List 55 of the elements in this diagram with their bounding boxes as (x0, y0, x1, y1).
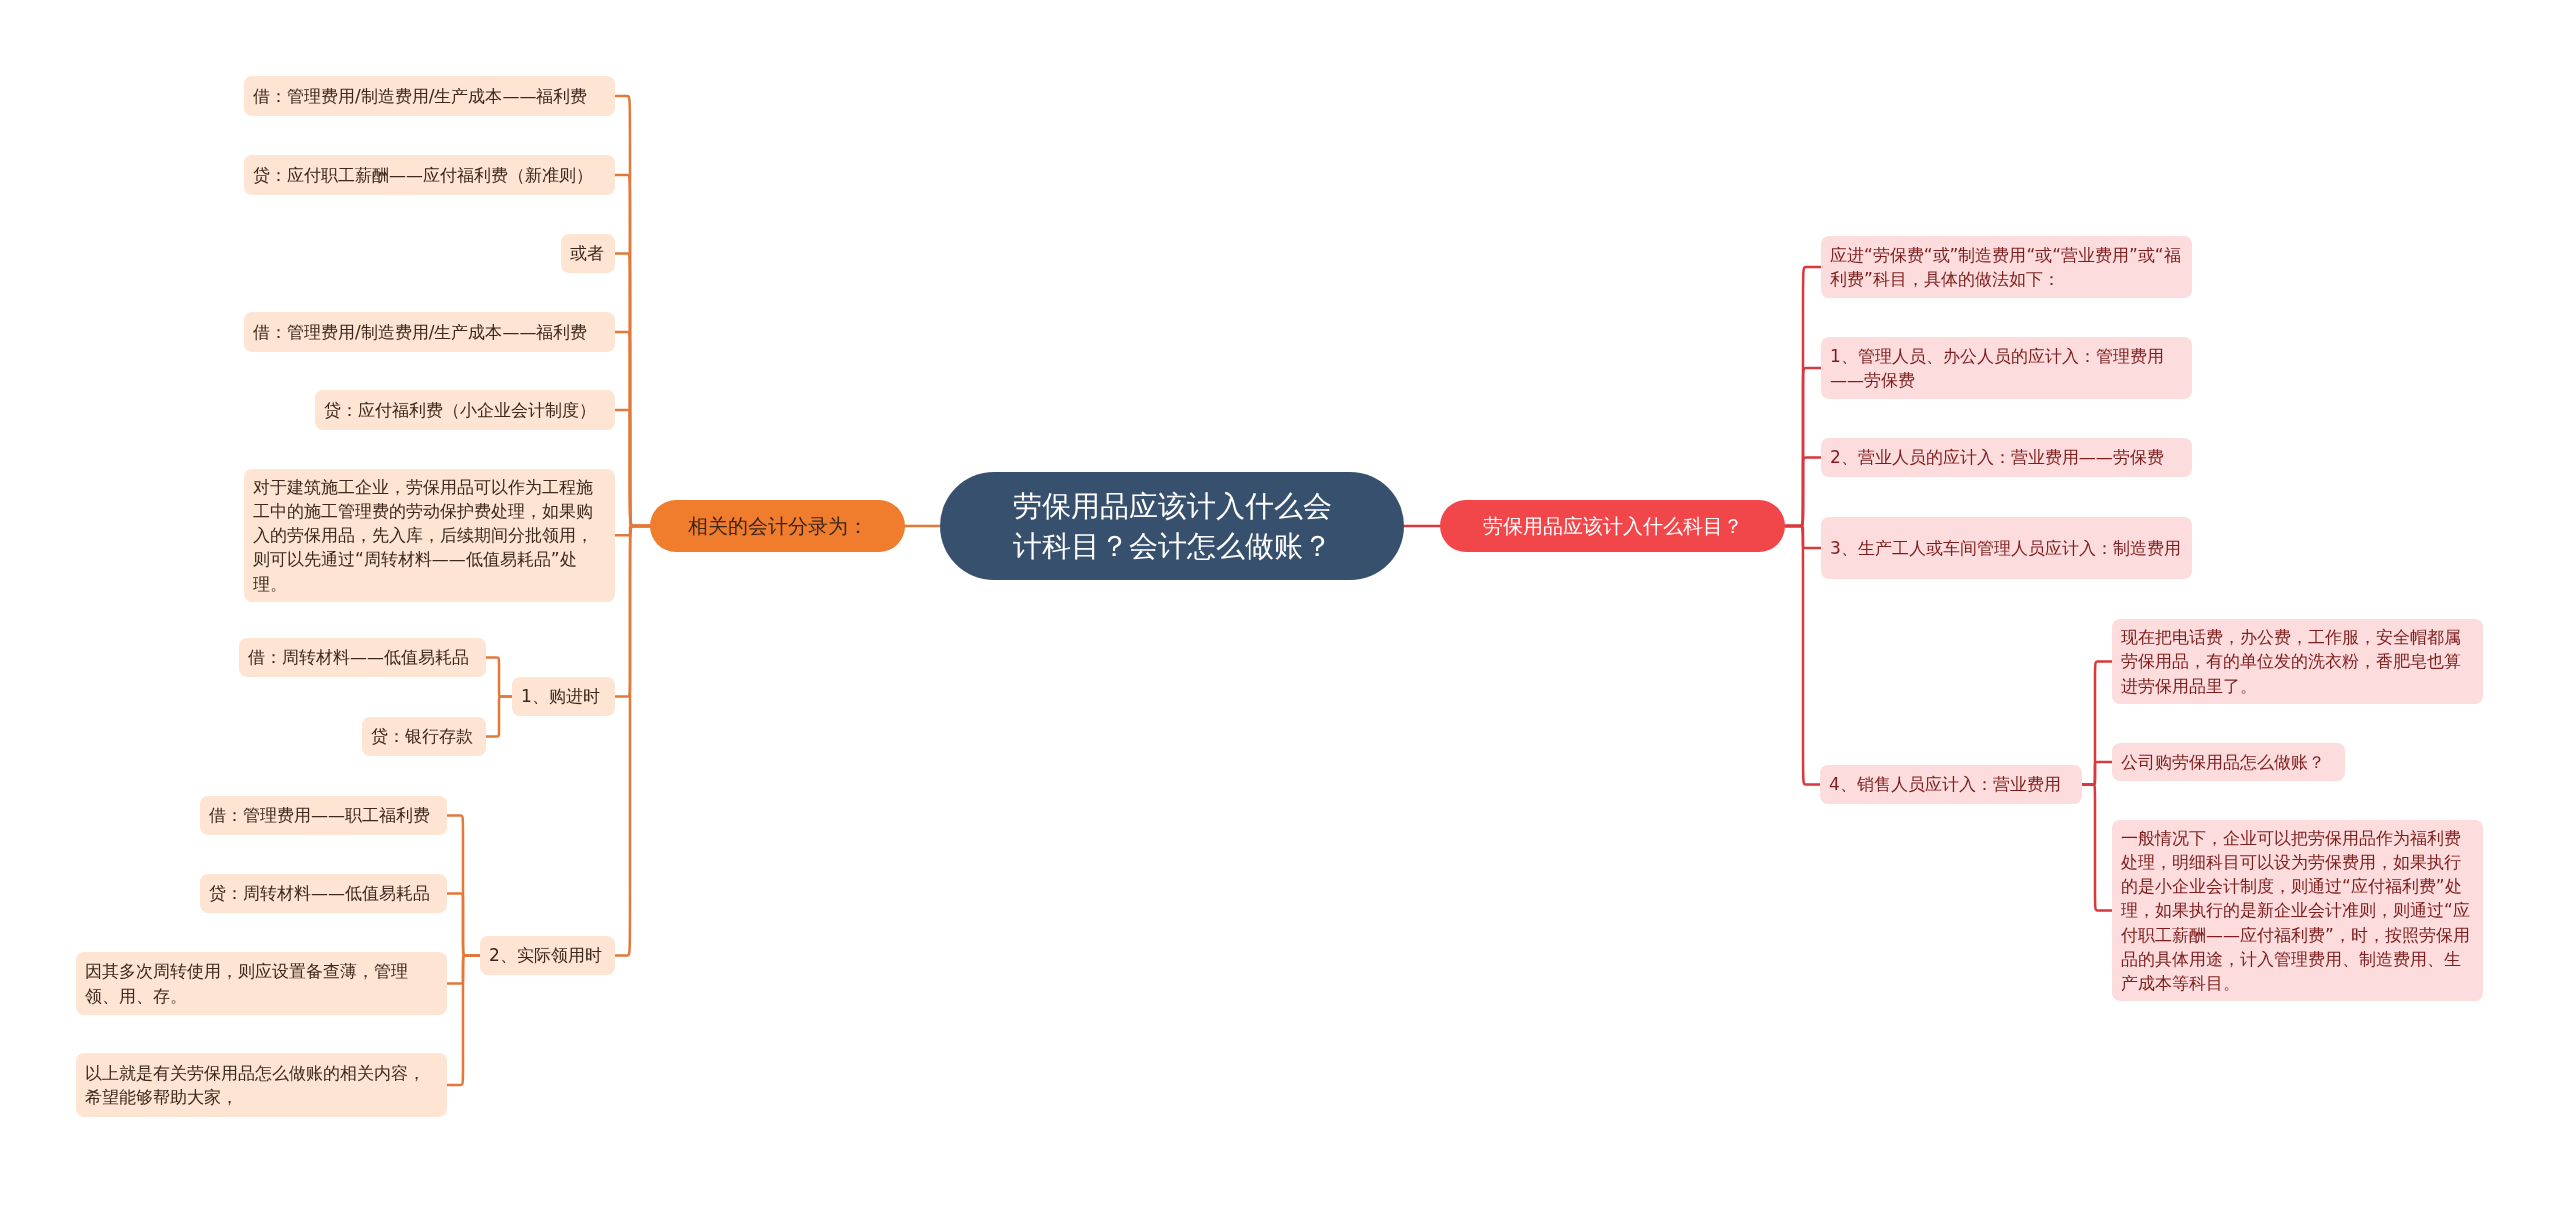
connector-line (1402, 524, 1442, 528)
subtopic-card (244, 312, 615, 352)
connector-line (445, 954, 482, 1087)
subtopic-card (315, 390, 615, 430)
subtopic-text: 2、实际领用时 (489, 944, 602, 968)
subtopic-text: 借：管理费用/制造费用/生产成本——福利费 (253, 84, 588, 108)
subtopic-text: 贷：应付职工薪酬——应付福利费（新准则） (253, 163, 593, 187)
subtopic-card (2112, 619, 2483, 704)
subtopic-card (200, 796, 447, 835)
connector-line (484, 695, 514, 738)
subtopic-text: 对于建筑施工企业，劳保用品可以作为工程施工中的施工管理费的劳动保护费处理，如果购入的劳保用品，先入库，后续期间分批领用，则可以先通过“周转材料——低值易耗品”处理。 (253, 476, 594, 596)
central-topic-text: 劳保用品应该计入什么会计科目？会计怎么做账？ (1011, 488, 1333, 565)
connector-line (903, 524, 942, 528)
subtopic-text: 一般情况下，企业可以把劳保用品作为福利费处理，明细科目可以设为劳保费用，如果执行的是小企业会计制度，则通过“应付福利费”处理，如果执行的是新企业会计准则，则通过“应付职工薪酬——应付福利费”，时，按照劳保用品的具体用途，计入管理费用、制造费用、生产成本等科目。 (2121, 827, 2471, 995)
branch-text: 劳保用品应该计入什么科目？ (1482, 513, 1743, 539)
subtopic-card (200, 874, 447, 913)
subtopic-card (244, 76, 615, 116)
branch-pill (650, 500, 905, 552)
subtopic-card (1821, 236, 2192, 298)
subtopic-text: 现在把电话费，办公费，工作服，安全帽都属劳保用品，有的单位发的洗衣粉，香肥皂也算进劳保用品里了。 (2121, 626, 2462, 698)
connector-line (1783, 524, 1822, 786)
subtopic-card (244, 155, 615, 195)
subtopic-text: 贷：周转材料——低值易耗品 (209, 882, 430, 906)
connector-line (2080, 783, 2114, 912)
subtopic-text: 借：周转材料——低值易耗品 (248, 646, 469, 670)
subtopic-card (244, 469, 615, 602)
subtopic-text: 贷：应付福利费（小企业会计制度） (324, 398, 596, 422)
subtopic-text: 借：管理费用——职工福利费 (209, 804, 430, 828)
subtopic-card (239, 638, 486, 677)
connector-line (613, 524, 652, 957)
subtopic-text: 4、销售人员应计入：营业费用 (1829, 773, 2061, 797)
branch-pill (1440, 500, 1785, 552)
subtopic-text: 3、生产工人或车间管理人员应计入：制造费用 (1830, 536, 2181, 560)
subtopic-card (512, 677, 615, 716)
subtopic-text: 1、购进时 (521, 685, 600, 709)
subtopic-card (1821, 337, 2192, 399)
subtopic-card (362, 717, 486, 756)
subtopic-text: 贷：银行存款 (371, 725, 473, 749)
subtopic-card (2112, 743, 2345, 781)
subtopic-card (480, 936, 615, 975)
subtopic-card (76, 952, 447, 1015)
subtopic-text: 借：管理费用/制造费用/生产成本——福利费 (253, 320, 588, 344)
subtopic-card (1820, 765, 2082, 804)
subtopic-text: 1、管理人员、办公人员的应计入：管理费用——劳保费 (1830, 344, 2165, 392)
subtopic-card (76, 1053, 447, 1117)
branch-text: 相关的会计分录为： (687, 513, 868, 539)
subtopic-text: 2、营业人员的应计入：营业费用——劳保费 (1830, 446, 2164, 470)
subtopic-card (561, 234, 615, 273)
subtopic-text: 以上就是有关劳保用品怎么做账的相关内容，希望能够帮助大家， (85, 1061, 426, 1109)
subtopic-card (1821, 438, 2192, 477)
subtopic-text: 或者 (570, 242, 604, 266)
subtopic-text: 应进“劳保费“或”制造费用“或“营业费用”或“福利费”科目，具体的做法如下： (1830, 243, 2182, 291)
subtopic-text: 因其多次周转使用，则应设置备查薄，管理领、用、存。 (85, 960, 409, 1008)
subtopic-text: 公司购劳保用品怎么做账？ (2121, 750, 2325, 774)
subtopic-card (1821, 517, 2192, 579)
